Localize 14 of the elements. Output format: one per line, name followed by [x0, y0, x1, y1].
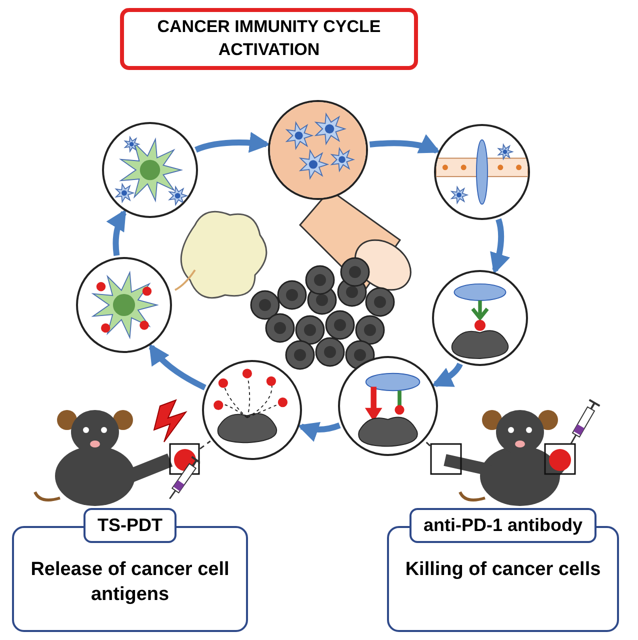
curved-arrow [194, 132, 270, 153]
heading-label: anti-PD-1 antibody [410, 508, 596, 543]
curved-arrow [297, 421, 341, 442]
heading-label: TS-PDT [84, 508, 176, 543]
curved-arrow [106, 209, 127, 256]
curved-arrow [490, 218, 510, 274]
description-text: Release of cancer cell antigens [30, 558, 230, 607]
dashed-line [425, 441, 431, 446]
description-text: Killing of cancer cells [404, 558, 602, 582]
title-box: CANCER IMMUNITY CYCLE ACTIVATION [120, 8, 418, 70]
curved-arrow [431, 362, 463, 388]
dashed-line [200, 440, 211, 450]
curved-arrow [369, 134, 441, 154]
curved-arrow [148, 343, 206, 390]
